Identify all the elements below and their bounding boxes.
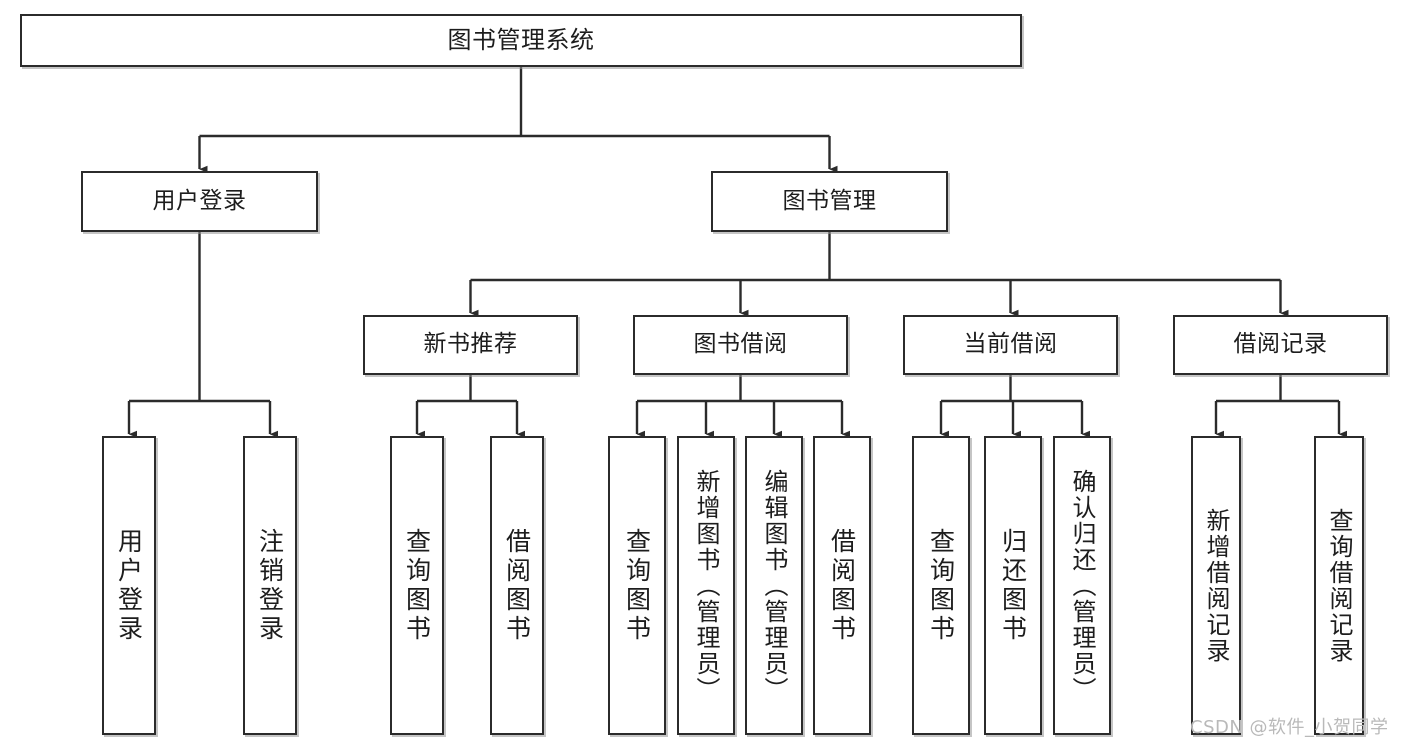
node-book-borrow[interactable]: 图书借阅 (633, 315, 848, 375)
node-label-leaf-edit-book: 编辑图书（管理员） (760, 468, 788, 703)
node-leaf-user-login[interactable]: 用户登录 (102, 436, 156, 735)
node-label-leaf-query-2: 查询图书 (622, 527, 652, 644)
node-leaf-borrow-1[interactable]: 借阅图书 (490, 436, 544, 735)
node-label-leaf-borrow-1: 借阅图书 (502, 527, 532, 644)
node-label-leaf-logout: 注销登录 (255, 527, 285, 644)
node-label-leaf-add-book: 新增图书（管理员） (692, 468, 720, 703)
node-label-leaf-query-3: 查询图书 (926, 527, 956, 644)
node-user-login[interactable]: 用户登录 (81, 171, 318, 232)
node-leaf-borrow-2[interactable]: 借阅图书 (813, 436, 871, 735)
node-book-manage[interactable]: 图书管理 (711, 171, 948, 232)
node-label-leaf-user-login: 用户登录 (114, 527, 144, 644)
node-leaf-edit-book[interactable]: 编辑图书（管理员） (745, 436, 803, 735)
node-label-leaf-query-rec: 查询借阅记录 (1325, 507, 1353, 664)
node-leaf-add-rec[interactable]: 新增借阅记录 (1191, 436, 1241, 735)
node-label-borrow-record: 借阅记录 (1233, 331, 1328, 358)
node-label-leaf-query-1: 查询图书 (402, 527, 432, 644)
node-leaf-query-rec[interactable]: 查询借阅记录 (1314, 436, 1364, 735)
node-root[interactable]: 图书管理系统 (20, 14, 1022, 67)
node-leaf-confirm[interactable]: 确认归还（管理员） (1053, 436, 1111, 735)
node-leaf-query-2[interactable]: 查询图书 (608, 436, 666, 735)
node-label-new-book-rec: 新书推荐 (423, 331, 518, 358)
node-label-book-manage: 图书管理 (782, 187, 877, 214)
node-label-root: 图书管理系统 (447, 26, 595, 55)
node-label-book-borrow: 图书借阅 (693, 331, 788, 358)
node-label-leaf-borrow-2: 借阅图书 (827, 527, 857, 644)
node-leaf-query-1[interactable]: 查询图书 (390, 436, 444, 735)
node-leaf-query-3[interactable]: 查询图书 (912, 436, 970, 735)
node-leaf-return[interactable]: 归还图书 (984, 436, 1042, 735)
csdn-watermark: CSDN @软件_小贺同学 (1190, 717, 1389, 738)
node-leaf-logout[interactable]: 注销登录 (243, 436, 297, 735)
node-label-leaf-confirm: 确认归还（管理员） (1068, 468, 1096, 703)
node-label-current-borrow: 当前借阅 (963, 331, 1058, 358)
node-label-leaf-add-rec: 新增借阅记录 (1202, 507, 1230, 664)
node-label-leaf-return: 归还图书 (998, 527, 1028, 644)
node-current-borrow[interactable]: 当前借阅 (903, 315, 1118, 375)
node-borrow-record[interactable]: 借阅记录 (1173, 315, 1388, 375)
node-label-user-login: 用户登录 (152, 187, 247, 214)
node-leaf-add-book[interactable]: 新增图书（管理员） (677, 436, 735, 735)
node-new-book-rec[interactable]: 新书推荐 (363, 315, 578, 375)
